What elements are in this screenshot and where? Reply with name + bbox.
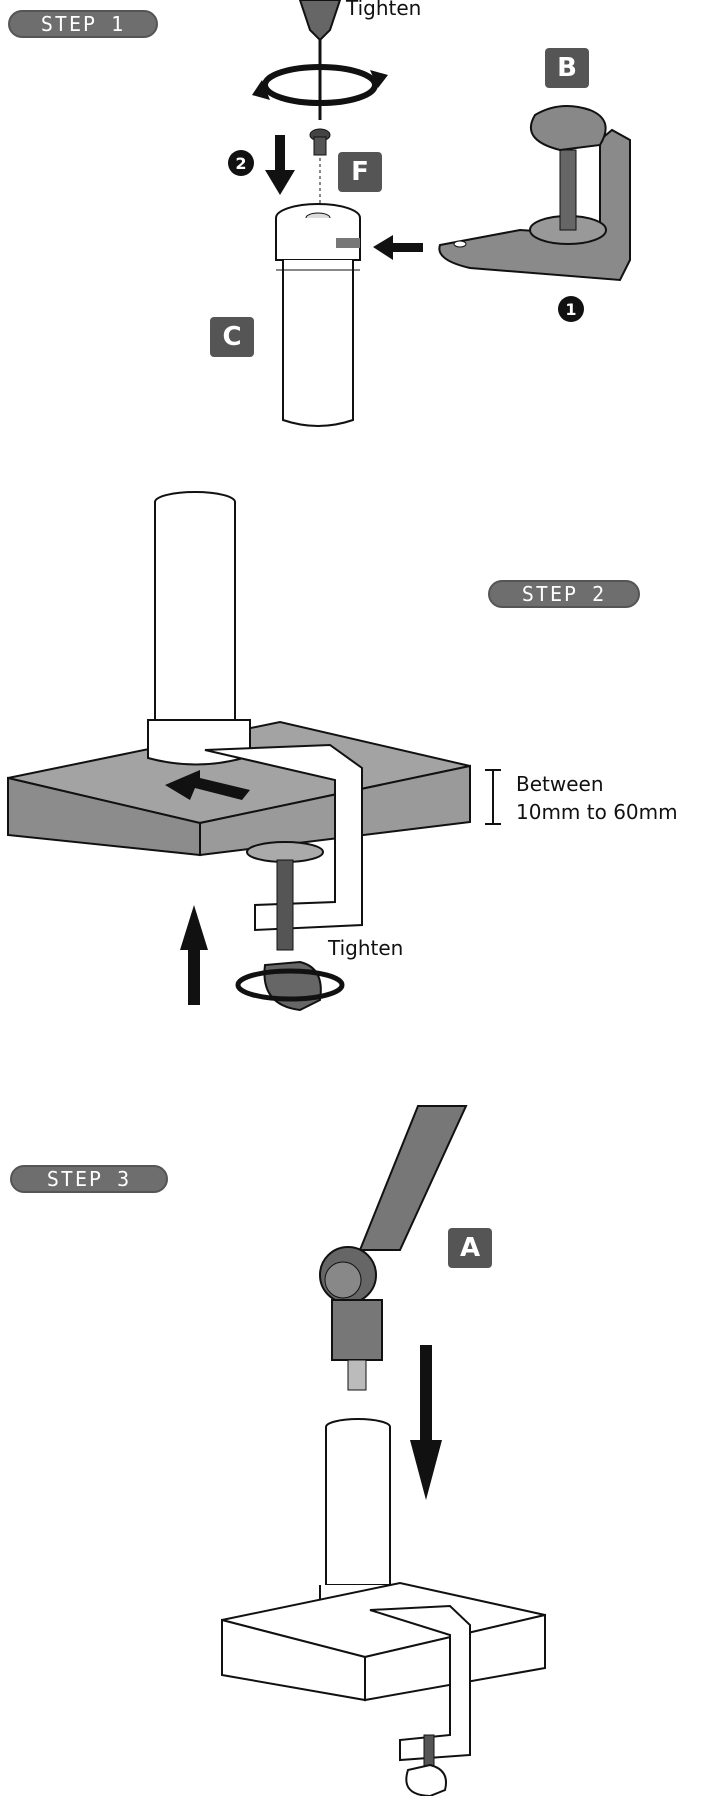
range-bracket-icon	[485, 769, 501, 825]
pole-step3	[319, 1418, 401, 1611]
desk-step3	[221, 1581, 546, 1702]
clamp-b	[438, 105, 631, 282]
part-tag-f: F	[338, 152, 382, 192]
pole-step2	[147, 491, 251, 766]
pole-c	[275, 203, 361, 427]
step-badge-2: 2	[228, 150, 254, 176]
step-1-pill: STEP 1	[8, 10, 158, 38]
clamp-step3	[369, 1604, 471, 1796]
part-tag-c: C	[210, 317, 254, 357]
down-arrow-icon-3	[410, 1345, 442, 1500]
up-arrow-icon	[180, 905, 208, 1005]
step-badge-1: 1	[558, 296, 584, 322]
left-arrow-icon	[373, 235, 423, 260]
step-3-pill: STEP 3	[10, 1165, 168, 1193]
tighten-label-2: Tighten	[328, 936, 404, 960]
step-2-pill: STEP 2	[488, 580, 640, 608]
screwdriver-icon	[298, 0, 342, 120]
rotate-arrow-icon	[252, 64, 388, 106]
rotate-arrow-icon-2	[235, 968, 345, 1002]
part-tag-a: A	[448, 1228, 492, 1268]
range-label: 10mm to 60mm	[516, 800, 678, 824]
between-label: Between	[516, 772, 604, 796]
push-arrow-icon	[165, 770, 250, 800]
part-tag-b: B	[545, 48, 589, 88]
tighten-label-1: Tighten	[346, 0, 422, 20]
down-arrow-icon	[265, 135, 295, 195]
boom-arm	[319, 1105, 468, 1391]
